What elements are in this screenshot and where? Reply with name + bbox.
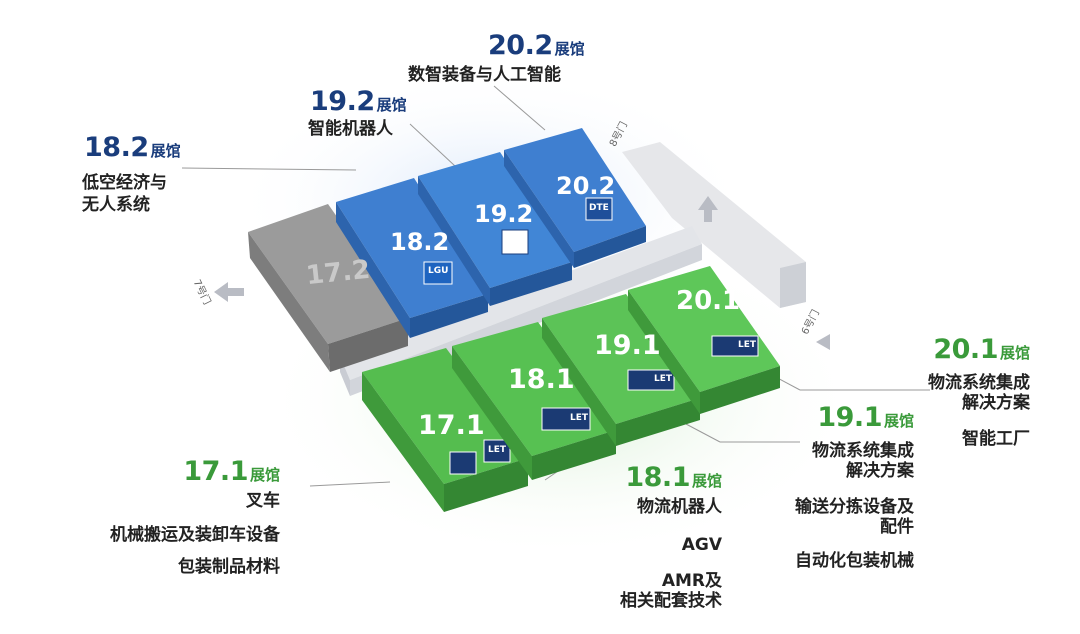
gate-arrows [214, 196, 830, 350]
logo-dte: DTE [589, 203, 609, 213]
hall-18-1-cat-1: 物流机器人 [637, 497, 722, 517]
block-label-20-1: 20.1 [676, 286, 741, 316]
gate-6-arrow [816, 334, 830, 350]
block-label-19-1: 19.1 [594, 330, 661, 361]
logo-let-20-1: LET [738, 340, 757, 350]
block-label-18-2: 18.2 [390, 228, 450, 256]
hall-18-2-cat-2: 无人系统 [82, 195, 150, 215]
hall-20-2-cat-1: 数智装备与人工智能 [408, 65, 561, 85]
hall-17-1-cat-2: 机械搬运及装卸车设备 [110, 525, 280, 545]
gate-8-arrow [698, 196, 718, 222]
hall-19-1-cat-1: 物流系统集成 [812, 441, 914, 461]
hall-19-2-block[interactable] [418, 152, 572, 306]
hall-20-1-cat-2: 解决方案 [962, 393, 1030, 413]
block-label-17-1: 17.1 [418, 410, 485, 441]
hall-18-1-cat-3: AMR及 [661, 571, 722, 591]
hall-17-1-block[interactable] [362, 348, 528, 512]
hall-19-1-cat-5: 自动化包装机械 [795, 551, 914, 571]
hall-20-1-block[interactable] [628, 266, 780, 414]
block-label-19-2: 19.2 [474, 200, 534, 228]
hall-18-1-cat-2: AGV [681, 535, 722, 555]
hall-17-2-block[interactable] [248, 204, 408, 372]
hall-19-1-block[interactable] [542, 294, 700, 446]
hall-19-2-cat-1: 智能机器人 [308, 119, 393, 139]
logo-lgu: LGU [428, 266, 449, 276]
logo-let-19-1: LET [654, 374, 673, 384]
hall-19-1-cat-3: 输送分拣设备及 [795, 497, 914, 517]
hall-19-1-cat-2: 解决方案 [846, 461, 914, 481]
right-wall [622, 142, 806, 308]
block-label-18-1: 18.1 [508, 364, 575, 395]
hall-18-2-block[interactable] [336, 178, 488, 338]
hall-20-1-cat-3: 智能工厂 [962, 429, 1030, 449]
hall-18-1-cat-4: 相关配套技术 [620, 591, 722, 611]
hall-19-1-cat-4: 配件 [880, 517, 914, 537]
hall-20-2-block[interactable] [504, 128, 646, 268]
hall-17-1-cat-3: 包装制品材料 [178, 557, 280, 577]
hall-18-2-cat-1: 低空经济与 [82, 173, 167, 193]
hall-18-1-block[interactable] [452, 322, 616, 480]
gate-7-arrow [214, 282, 244, 302]
logo-let-18-1: LET [570, 413, 589, 423]
block-label-20-2: 20.2 [556, 172, 616, 200]
logo-let-17-1: LET [488, 445, 507, 455]
corridor [340, 226, 702, 380]
hall-17-1-cat-1: 叉车 [246, 491, 280, 511]
hall-20-1-cat-1: 物流系统集成 [928, 373, 1030, 393]
